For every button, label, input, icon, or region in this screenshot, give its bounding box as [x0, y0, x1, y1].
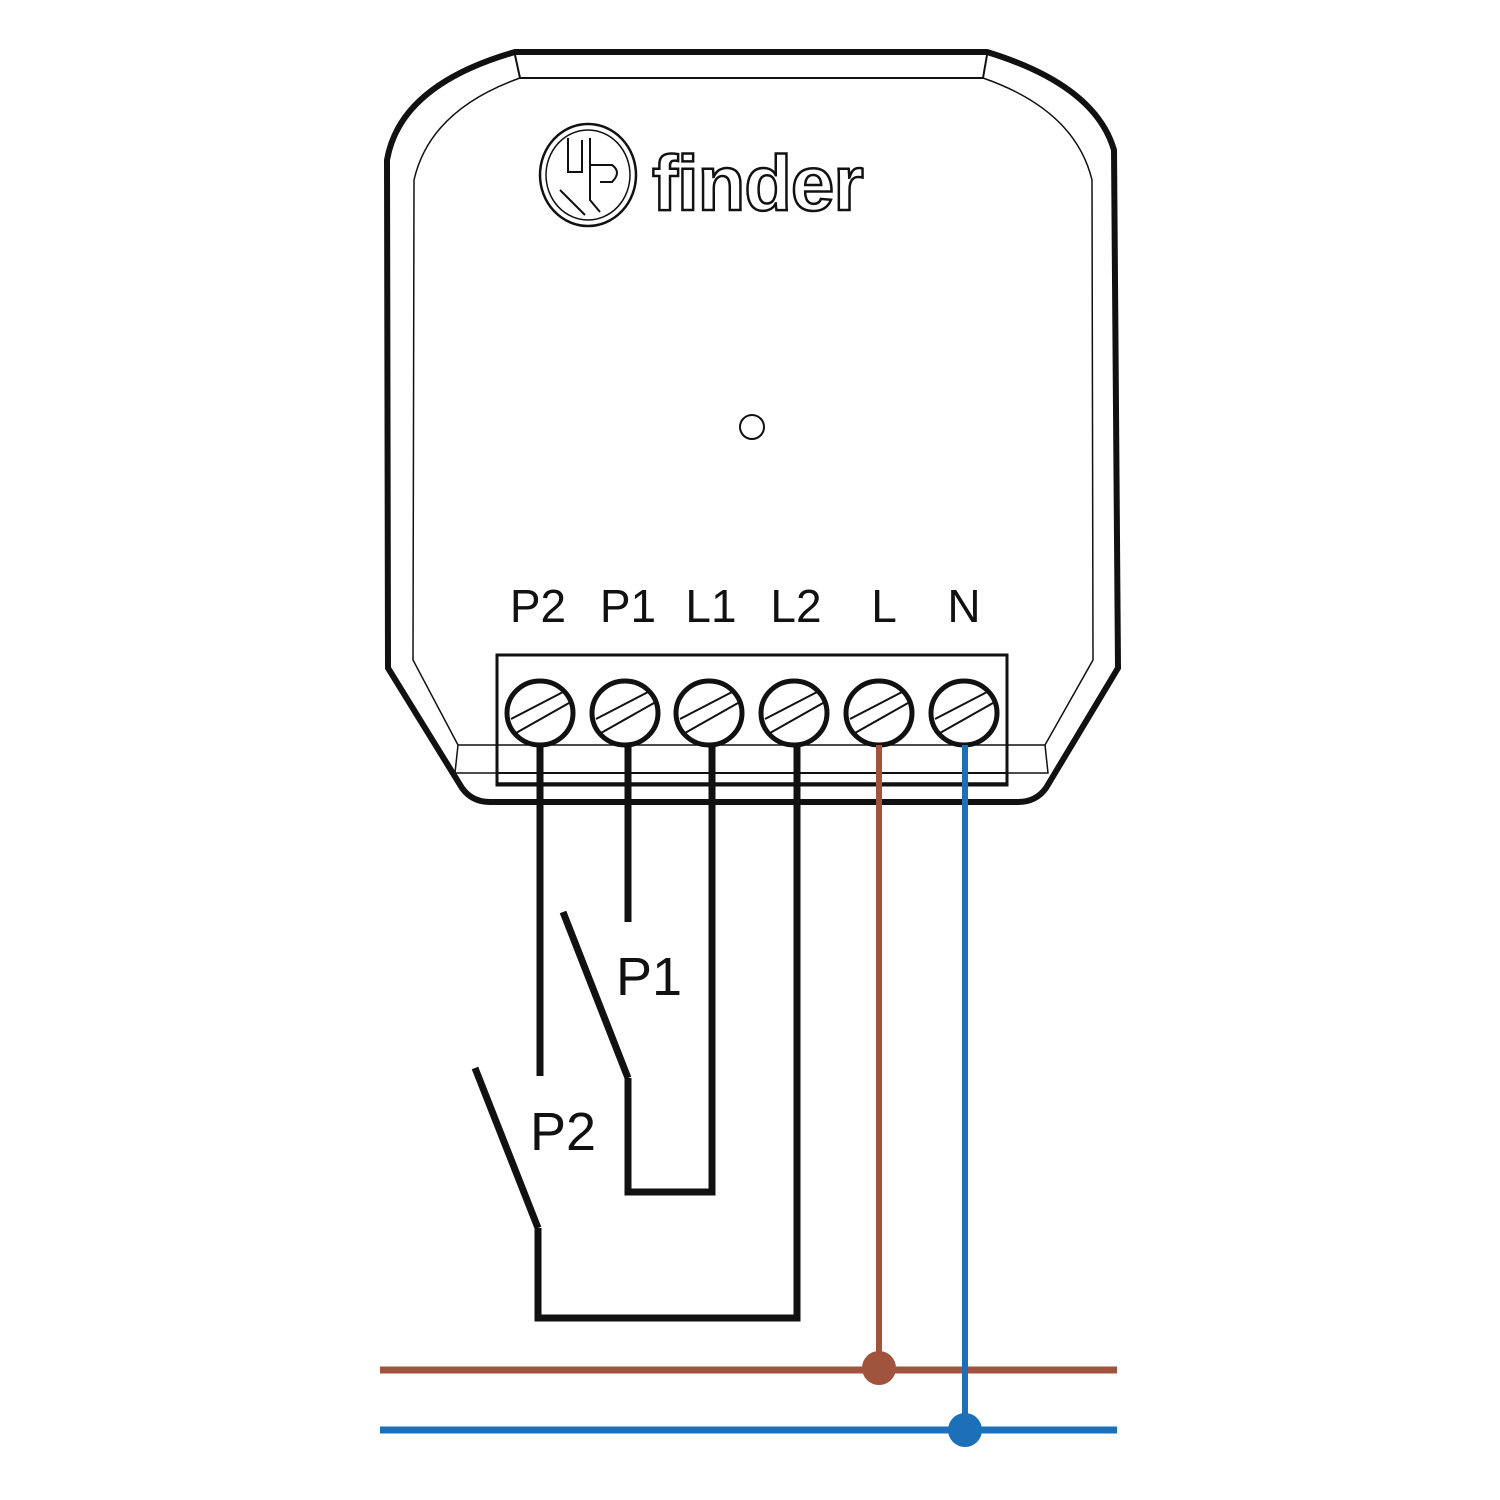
switch-p2-arm	[471, 1066, 542, 1230]
screw-n-icon	[928, 678, 1000, 748]
terminal-label-l1: L1	[685, 580, 736, 632]
status-led	[739, 414, 765, 440]
wire-l2	[534, 745, 801, 1322]
terminal-label-n: N	[947, 580, 980, 632]
terminal-labels: P2 P1 L1 L2 L N	[510, 580, 981, 632]
neutral-junction-dot	[948, 1413, 982, 1447]
line-junction-dot	[862, 1351, 896, 1385]
brand-name: finder	[652, 139, 863, 227]
wire-l1	[624, 745, 716, 1196]
terminal-label-l: L	[871, 580, 897, 632]
screw-l-icon	[843, 678, 915, 748]
terminal-label-p1: P1	[600, 580, 656, 632]
terminal-block	[495, 653, 1009, 787]
terminal-label-l2: L2	[770, 580, 821, 632]
line-conductor	[380, 745, 1117, 1385]
screw-p1-icon	[589, 678, 661, 748]
terminal-label-p2: P2	[510, 580, 566, 632]
switch-p1-arm	[559, 910, 632, 1080]
screw-p2-icon	[504, 678, 576, 748]
screw-l1-icon	[673, 678, 745, 748]
switch-label-p1: P1	[616, 947, 682, 1007]
switch-label-p2: P2	[530, 1102, 596, 1162]
finder-logo-emblem	[538, 122, 638, 228]
screw-l2-icon	[758, 678, 830, 748]
finder-logo: finder	[538, 122, 866, 228]
neutral-conductor	[380, 745, 1117, 1447]
